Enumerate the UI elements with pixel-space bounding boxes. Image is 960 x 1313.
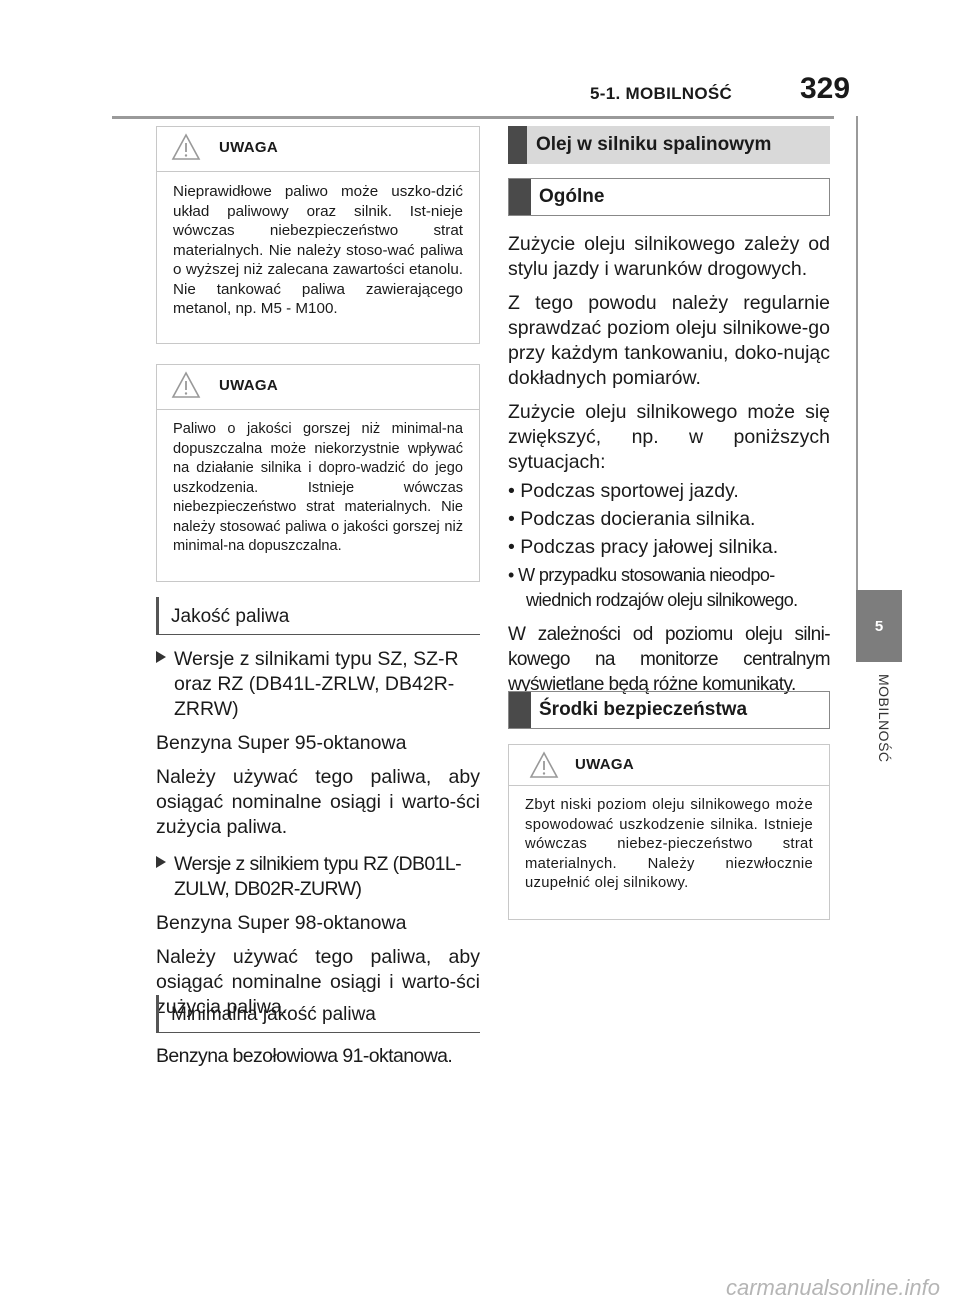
fuel-usage-2: Należy używać tego paliwa, aby osiągać n… [156,946,480,1018]
warning-box-oil: UWAGA Zbyt niski poziom oleju silnikoweg… [508,744,830,920]
list-item: • Podczas docierania silnika. [508,508,756,530]
side-tab-line [856,116,858,590]
oil-para-2: Z tego powodu należy regularnie sprawdza… [508,292,830,389]
page-number: 329 [800,72,851,105]
subhead-fuel-quality: Jakość paliwa [156,597,480,635]
warning-header: UWAGA [157,365,479,410]
warning-header: UWAGA [157,127,479,172]
header-rule [112,116,834,119]
section-title: 5-1. MOBILNOŚĆ [590,84,733,103]
banner-bar [508,126,527,164]
warning-box-low-quality: UWAGA Paliwo o jakości gorszej niż minim… [156,364,480,582]
oil-para-3: Zużycie oleju silnikowego może się zwięk… [508,401,830,473]
subhead-min-quality: Minimalna jakość paliwa [156,995,480,1033]
frame-bar [509,692,531,728]
warning-text: Nieprawidłowe paliwo może uszko-dzić ukł… [173,183,463,317]
warning-text: Paliwo o jakości gorszej niż minimal-na … [173,421,463,554]
list-item: • Podczas pracy jałowej silnika. [508,536,779,558]
warning-title: UWAGA [575,756,634,773]
variant-text: Wersje z silnikami typu SZ, SZ-R oraz RZ… [174,648,459,720]
subsection-text: Środki bezpieczeństwa [539,699,748,720]
fuel-spec-section: Wersje z silnikami typu SZ, SZ-R oraz RZ… [156,647,480,1020]
chapter-tab-label: MOBILNOŚĆ [876,674,892,763]
subsection-general: Ogólne [508,178,830,216]
subhead-text: Jakość paliwa [171,606,290,627]
variant-heading-2: Wersje z silnikiem typu RZ (DB01L-ZULW, … [156,852,480,902]
warning-triangle-icon [171,371,201,398]
warning-header: UWAGA [509,745,829,786]
subhead-text: Minimalna jakość paliwa [171,1004,376,1025]
list-item: • Podczas sportowej jazdy. [508,480,739,502]
subsection-text: Ogólne [539,186,605,207]
fuel-usage-1: Należy używać tego paliwa, aby osiągać n… [156,766,480,838]
list-item: • W przypadku stosowania nieodpo-wiednic… [508,565,798,610]
warning-title: UWAGA [219,377,278,394]
chapter-tab: 5 [856,590,902,662]
engine-oil-text: Zużycie oleju silnikowego zależy od styl… [508,232,831,697]
warning-text: Zbyt niski poziom oleju silnikowego może… [525,797,813,891]
oil-bullet-list: • Podczas sportowej jazdy. • Podczas doc… [508,479,830,613]
frame-bar [509,179,531,215]
min-fuel-text: Benzyna bezołowiowa 91-oktanowa. [156,1045,453,1067]
warning-triangle-icon [171,133,201,160]
watermark: carmanualsonline.info [725,1275,940,1300]
warning-title: UWAGA [219,139,278,156]
arrow-bullet-icon [156,651,166,663]
oil-para-1: Zużycie oleju silnikowego zależy od styl… [508,233,830,280]
variant-heading-1: Wersje z silnikami typu SZ, SZ-R oraz RZ… [156,647,480,722]
arrow-bullet-icon [156,856,166,868]
oil-para-4: W zależności od poziomu oleju silni-kowe… [508,624,831,695]
subsection-safety: Środki bezpieczeństwa [508,691,830,729]
fuel-type-1: Benzyna Super 95-oktanowa [156,732,407,754]
variant-text: Wersje z silnikiem typu RZ (DB01L-ZULW, … [174,853,462,900]
fuel-type-2: Benzyna Super 98-oktanowa [156,912,407,934]
section-banner-engine-oil: Olej w silniku spalinowym [508,126,830,164]
warning-box-fuel: UWAGA Nieprawidłowe paliwo może uszko-dz… [156,126,480,344]
banner-text: Olej w silniku spalinowym [536,134,772,155]
warning-triangle-icon [529,751,559,778]
